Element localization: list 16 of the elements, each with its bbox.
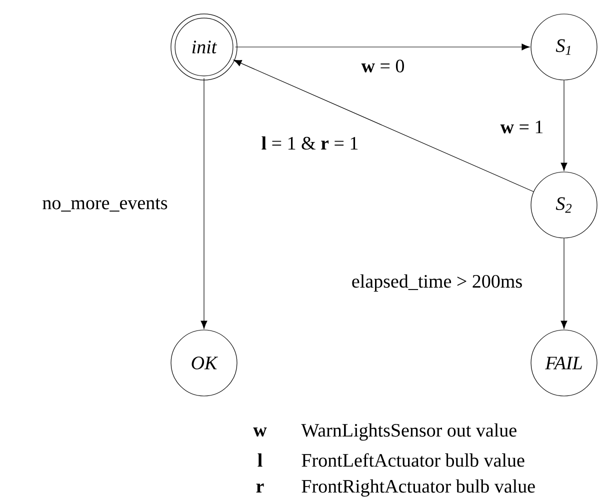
arrow [560,80,568,171]
symbol-description: FrontRightActuator bulb value [302,479,535,497]
arrow [233,60,534,192]
arrow [235,44,530,50]
symbol-description: FrontLeftActuator bulb value [302,453,524,467]
edge-label: w = 1 [500,120,543,134]
symbol-label: l [258,453,262,467]
symbol-description: WarnLightsSensor out value [301,423,516,441]
edge-label: l = 1 & r = 1 [262,136,358,150]
edge-label: w = 0 [361,60,404,72]
arrow [560,238,568,329]
symbol-label: r [256,484,264,492]
edge-label: elapsed_time > 200ms [352,274,522,292]
symbol-label: w [253,428,267,436]
edge-label: no_more_events [42,198,168,212]
arrow [200,78,208,329]
